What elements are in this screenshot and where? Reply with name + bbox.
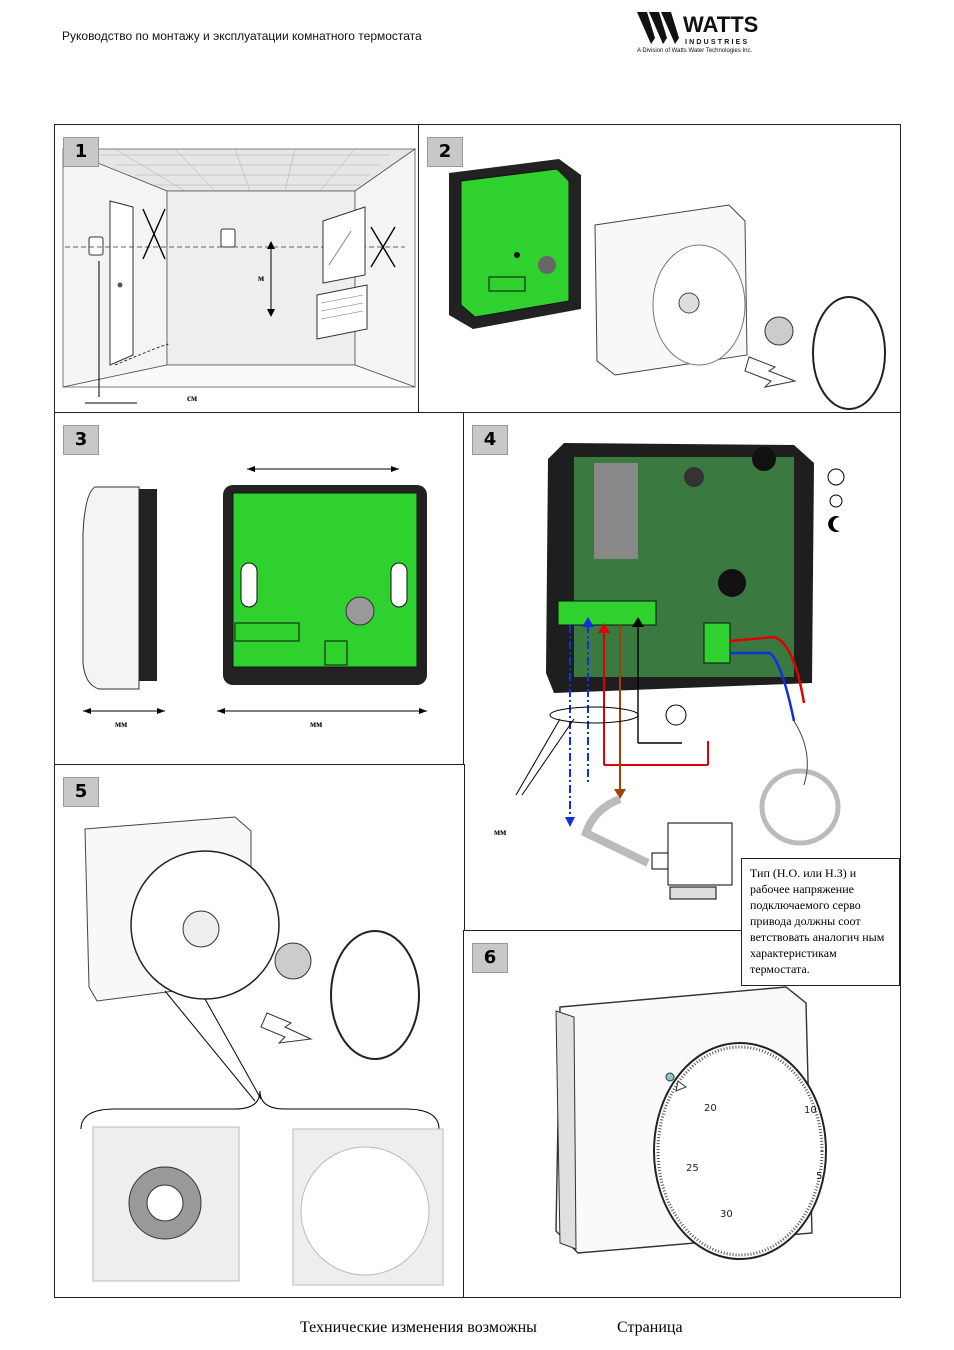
panel-1-number: 1 bbox=[63, 137, 99, 167]
panel-3-number: 3 bbox=[63, 425, 99, 455]
panel-6-finished: 6 20 10 25 5 30 bbox=[463, 930, 901, 1298]
room-illustration bbox=[55, 125, 418, 412]
watts-logo: WATTS INDUSTRIES A Division of Watts Wat… bbox=[637, 10, 797, 60]
panel-3-dimensions: 3 мм мм bbox=[54, 412, 465, 765]
disassembly-illustration bbox=[449, 159, 886, 410]
height-unit-label: м bbox=[258, 273, 265, 283]
panel-5-number: 5 bbox=[63, 777, 99, 807]
watts-logo-mark: WATTS INDUSTRIES bbox=[637, 12, 758, 46]
panel-4-number: 4 bbox=[472, 425, 508, 455]
dial-mark-5: 5 bbox=[816, 1171, 822, 1182]
panel-2-number: 2 bbox=[427, 137, 463, 167]
dial-mark-30: 30 bbox=[720, 1209, 733, 1220]
panel-2-disassembly: 2 bbox=[418, 124, 901, 413]
panel-4-wiring: 4 мм bbox=[463, 412, 901, 932]
finished-thermostat-illustration: 20 10 25 5 30 bbox=[555, 986, 827, 1260]
footer-left-text: Технические изменения возможны bbox=[300, 1319, 537, 1336]
panel-6-number: 6 bbox=[472, 943, 508, 973]
footer-page-label: Страница bbox=[617, 1319, 683, 1336]
depth-unit-label: мм bbox=[115, 719, 128, 729]
logo-division-text: A Division of Watts Water Technologies I… bbox=[637, 48, 753, 54]
dial-mark-25: 25 bbox=[686, 1163, 699, 1174]
width-unit-label: мм bbox=[310, 719, 323, 729]
actuator-note: Тип (Н.О. или Н.З) и рабочее напряжение … bbox=[741, 858, 900, 986]
cable-unit-label: мм bbox=[494, 827, 507, 837]
dimensions-illustration bbox=[82, 466, 427, 714]
dial-mark-20: 20 bbox=[704, 1103, 717, 1114]
logo-sub-brand-text: INDUSTRIES bbox=[685, 39, 749, 46]
dial-mark-10: 10 bbox=[804, 1105, 817, 1116]
logo-brand-text: WATTS bbox=[683, 12, 758, 37]
panel-5-assembly: 5 bbox=[54, 764, 465, 1298]
distance-unit-label: см bbox=[187, 393, 198, 403]
panel-1-placement: 1 м см bbox=[54, 124, 419, 413]
document-header-title: Руководство по монтажу и эксплуатации ко… bbox=[62, 29, 422, 43]
wiring-illustration bbox=[515, 443, 845, 900]
assembly-illustration bbox=[80, 816, 444, 1286]
